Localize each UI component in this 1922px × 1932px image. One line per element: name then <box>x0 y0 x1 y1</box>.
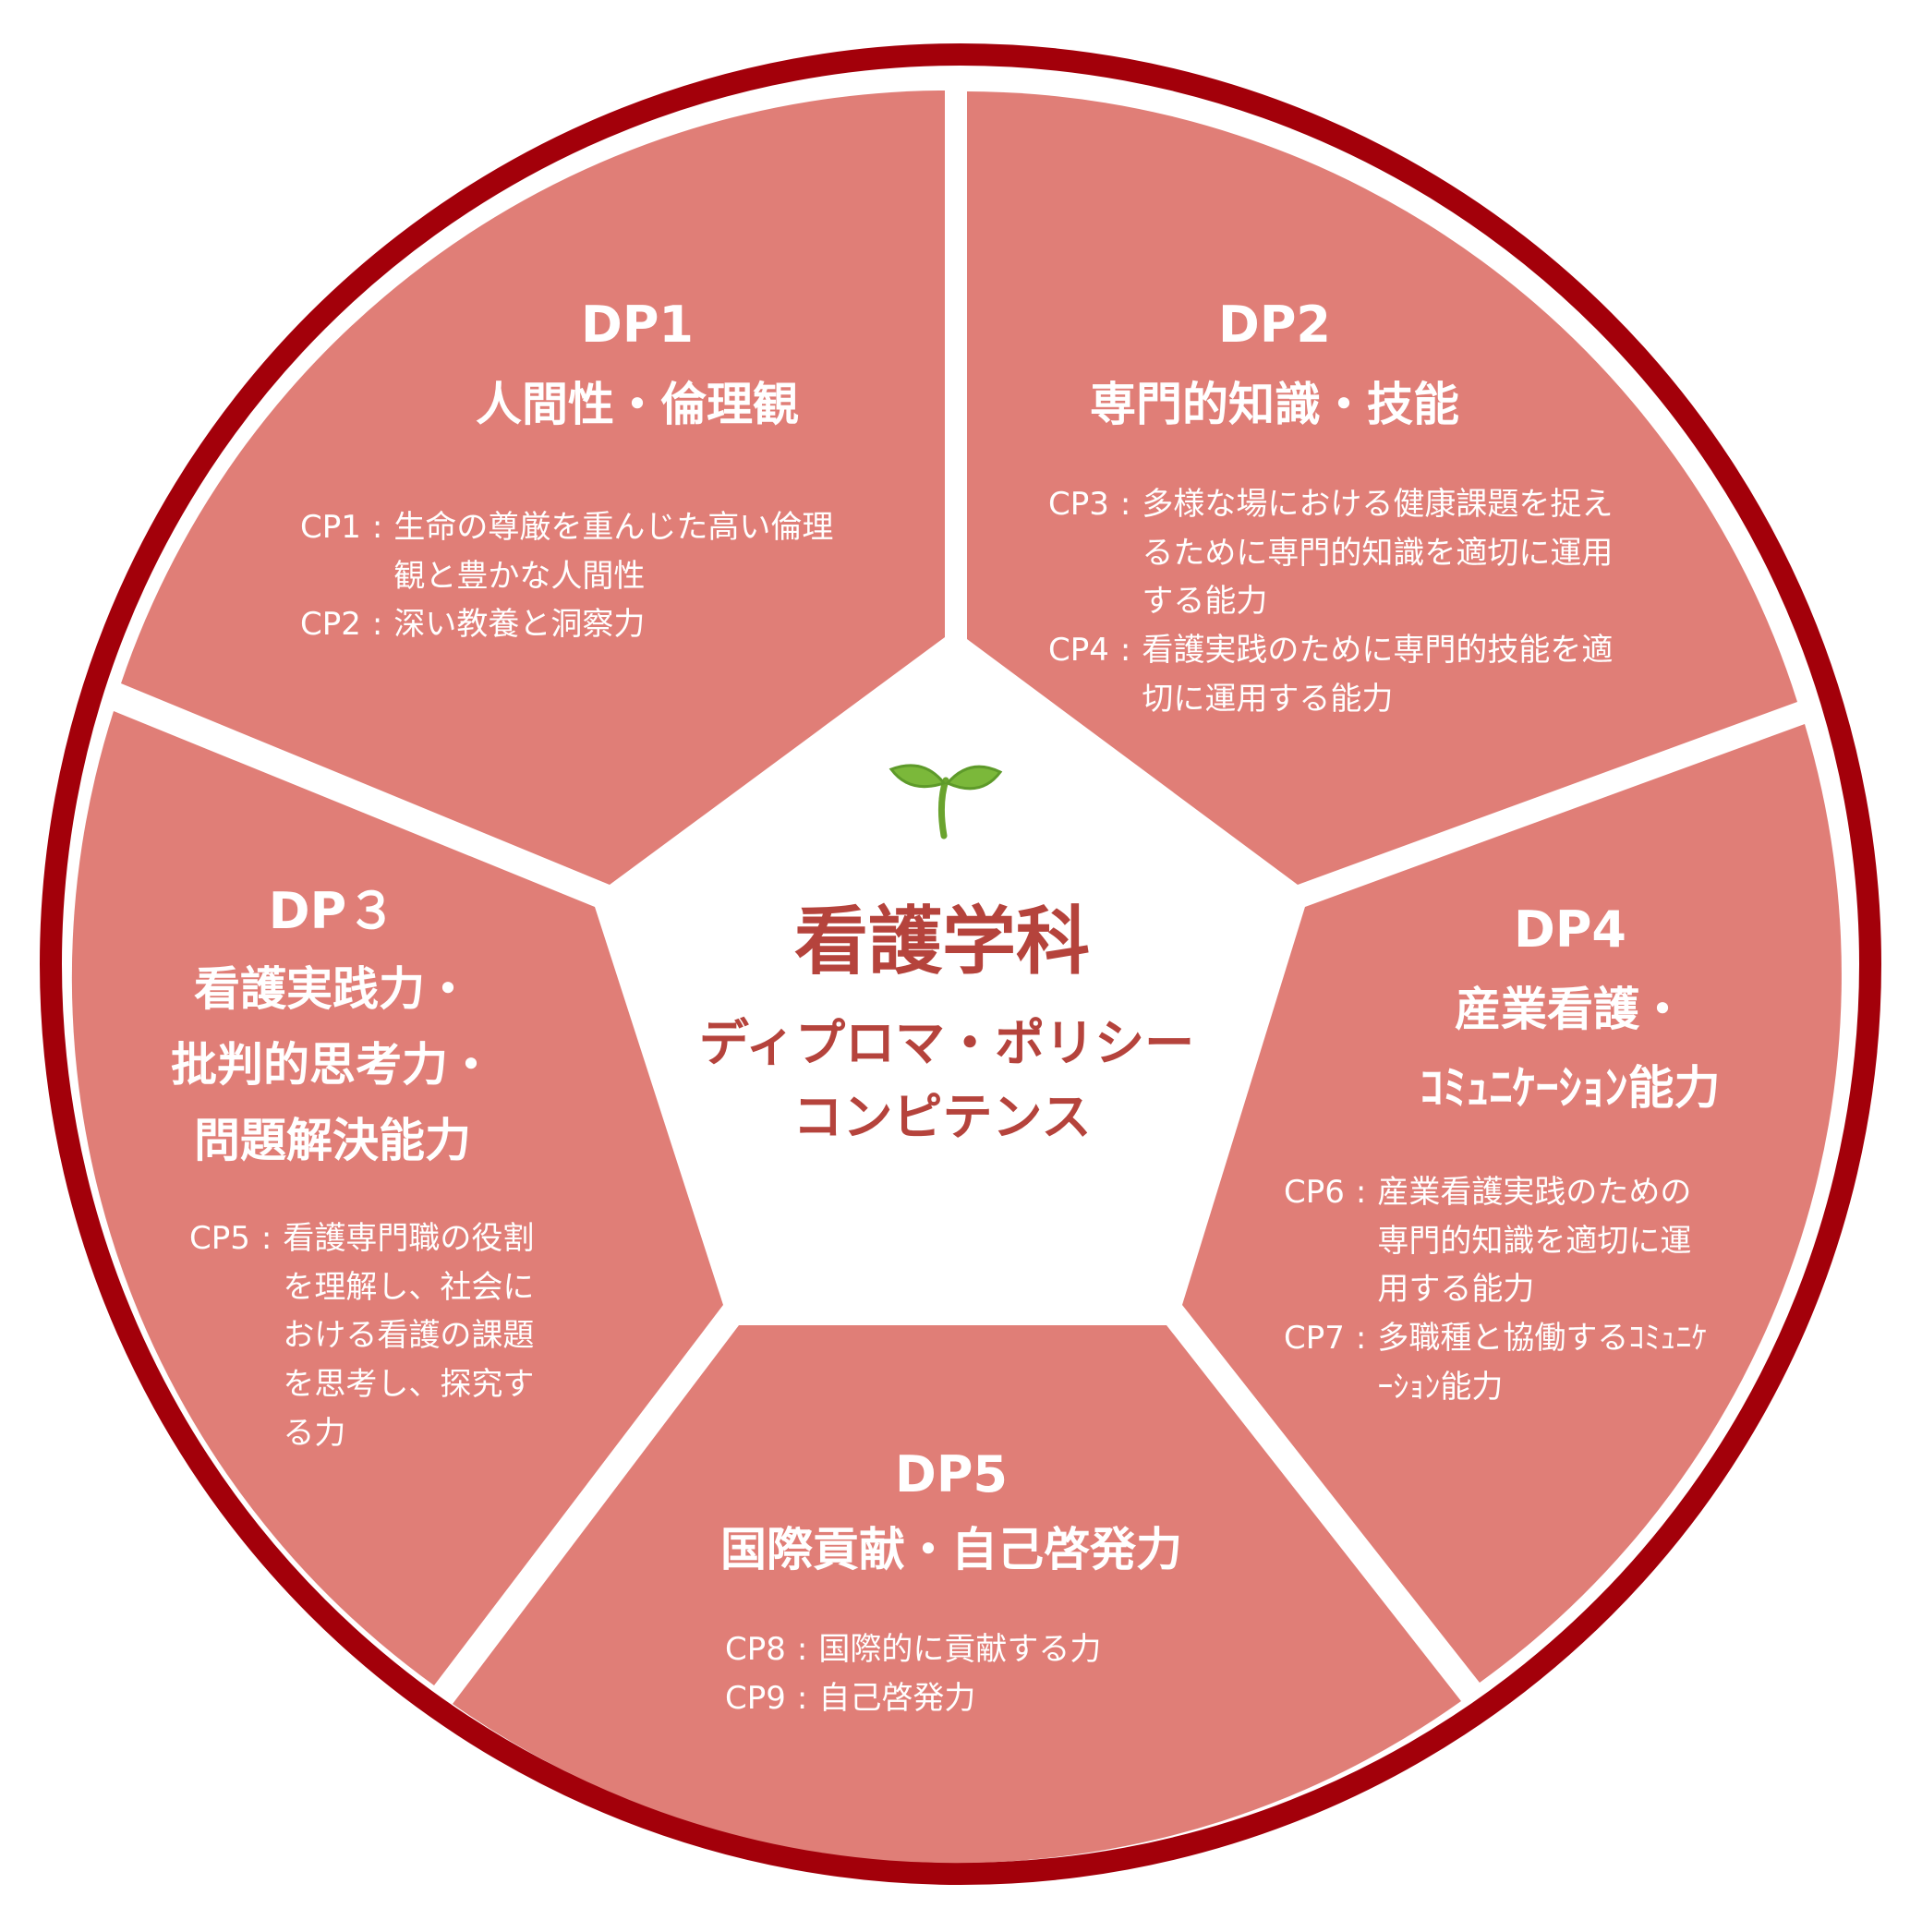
cp-text: 多様な場における健康課題を捉えるために専門的知識を適切に運用する能力 <box>1142 486 1614 621</box>
center-subtitle-line1: ディプロマ・ポリシー <box>698 1014 1195 1072</box>
dp1-title: DP1 <box>581 296 694 354</box>
cp-label: CP2 <box>300 606 361 644</box>
dp5-cp-list: CP8 : 国際的に貢献する力 CP9 : 自己啓発力 <box>725 1625 1188 1722</box>
cp-text: 自己啓発力 <box>818 1679 976 1717</box>
cp-item: CP9 : 自己啓発力 <box>725 1674 1188 1723</box>
dp5-name: 国際貢献・自己啓発力 <box>720 1523 1182 1576</box>
dp2-title: DP2 <box>1218 296 1331 354</box>
cp-separator: : <box>371 606 383 644</box>
dp1-name: 人間性・倫理観 <box>476 378 799 431</box>
cp-text: 産業看護実践のための専門的知識を適切に運用する能力 <box>1377 1174 1692 1309</box>
cp-item: CP2 : 深い教養と洞察力 <box>300 600 837 649</box>
cp-label: CP3 <box>1048 486 1109 523</box>
cp-item: CP3 : 多様な場における健康課題を捉えるために専門的知識を適切に運用する能力 <box>1048 480 1631 626</box>
center-subtitle-line2: コンピテンス <box>792 1088 1092 1146</box>
cp-label: CP7 <box>1284 1320 1345 1358</box>
dp3-name-line1: 看護実践力・ <box>194 962 471 1016</box>
dp3-name-line3: 問題解決能力 <box>194 1114 471 1167</box>
dp4-name-line2: ｺﾐｭﾆｹｰｼｮﾝ能力 <box>1420 1061 1721 1115</box>
cp-separator: : <box>1119 632 1131 670</box>
cp-item: CP4 : 看護実践のために専門的技能を適切に運用する能力 <box>1048 626 1631 723</box>
cp-separator: : <box>1119 486 1131 523</box>
center-title: 看護学科 <box>794 899 1090 984</box>
cp-item: CP8 : 国際的に貢献する力 <box>725 1625 1188 1674</box>
cp-item: CP1 : 生命の尊厳を重んじた高い倫理観と豊かな人間性 <box>300 503 837 600</box>
cp-text: 生命の尊厳を重んじた高い倫理観と豊かな人間性 <box>393 509 834 595</box>
dp3-cp-list: CP5 : 看護専門職の役割を理解し、社会における看護の課題を思考し、探究する力 <box>189 1214 541 1457</box>
segment-dp4 <box>1182 724 1842 1683</box>
cp-text: 多職種と協働するｺﾐｭﾆｹｰｼｮﾝ能力 <box>1377 1320 1708 1406</box>
cp-separator: : <box>796 1679 808 1717</box>
cp-label: CP4 <box>1048 632 1109 670</box>
cp-label: CP6 <box>1284 1174 1345 1211</box>
dp2-cp-list: CP3 : 多様な場における健康課題を捉えるために専門的知識を適切に運用する能力… <box>1048 480 1631 723</box>
cp-separator: : <box>796 1631 808 1668</box>
dp4-title: DP4 <box>1514 900 1626 959</box>
cp-label: CP5 <box>189 1220 250 1257</box>
dp4-cp-list: CP6 : 産業看護実践のための専門的知識を適切に運用する能力 CP7 : 多職… <box>1284 1168 1719 1411</box>
cp-text: 看護実践のために専門的技能を適切に運用する能力 <box>1142 632 1614 718</box>
cp-label: CP1 <box>300 509 361 546</box>
segment-dp5 <box>453 1325 1461 1864</box>
cp-separator: : <box>1355 1174 1367 1211</box>
cp-separator: : <box>1355 1320 1367 1358</box>
cp-item: CP7 : 多職種と協働するｺﾐｭﾆｹｰｼｮﾝ能力 <box>1284 1314 1719 1411</box>
cp-text: 国際的に貢献する力 <box>818 1631 1102 1668</box>
dp3-title: DP３ <box>268 882 397 940</box>
cp-label: CP9 <box>725 1679 786 1717</box>
cp-item: CP5 : 看護専門職の役割を理解し、社会における看護の課題を思考し、探究する力 <box>189 1214 541 1457</box>
dp5-title: DP5 <box>895 1445 1008 1503</box>
cp-item: CP6 : 産業看護実践のための専門的知識を適切に運用する能力 <box>1284 1168 1719 1314</box>
cp-separator: : <box>371 509 383 546</box>
cp-separator: : <box>260 1220 272 1257</box>
segment-dp1 <box>121 91 945 885</box>
dp1-cp-list: CP1 : 生命の尊厳を重んじた高い倫理観と豊かな人間性 CP2 : 深い教養と… <box>300 503 837 649</box>
dp3-name-line2: 批判的思考力・ <box>171 1038 494 1092</box>
cp-text: 看護専門職の役割を理解し、社会における看護の課題を思考し、探究する力 <box>283 1220 535 1452</box>
dp4-name-line1: 産業看護・ <box>1455 983 1686 1036</box>
segment-dp3 <box>71 711 724 1685</box>
cp-text: 深い教養と洞察力 <box>393 606 646 644</box>
dp2-name: 専門的知識・技能 <box>1090 378 1459 431</box>
cp-label: CP8 <box>725 1631 786 1668</box>
segment-dp2 <box>967 91 1797 885</box>
sprout-icon <box>888 764 1003 839</box>
